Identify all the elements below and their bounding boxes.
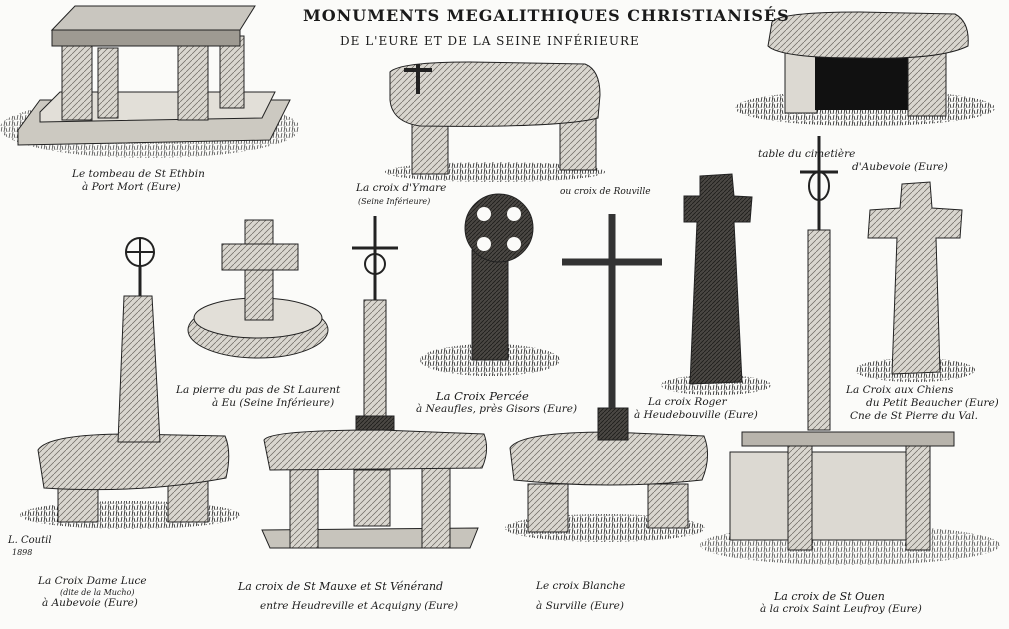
caption-croix-ymare: La croix d'Ymare (Seine Inférieure)	[356, 182, 447, 206]
caption-croix-aux-chiens: La Croix aux Chiens du Petit Beaucher (E…	[846, 384, 999, 422]
artist-signature: L. Coutil 1898	[8, 535, 52, 557]
croix-st-mauxe	[261, 216, 488, 549]
caption-pierre-st-laurent: La pierre du pas de St Laurent à Eu (Sei…	[176, 384, 341, 409]
caption-croix-dame-luce: La Croix Dame Luce (dite de la Mucho) à …	[38, 575, 147, 609]
plate-title: MONUMENTS MEGALITHIQUES CHRISTIANISÉS	[303, 6, 790, 25]
plate-subtitle: DE L'EURE ET DE LA SEINE INFÉRIEURE	[340, 34, 640, 48]
caption-tombeau-st-ethbin: Le tombeau de St Ethbin à Port Mort (Eur…	[72, 168, 205, 193]
caption-table-aubevoie: table du cimetière d'Aubevoie (Eure)	[758, 148, 948, 173]
croix-st-ouen	[700, 136, 1000, 565]
table-aubevoie	[735, 11, 995, 126]
caption-croix-st-ouen: La croix de St Ouen à la croix Saint Leu…	[760, 590, 922, 615]
caption-croix-roger: La croix Roger à Heudebouville (Eure)	[634, 396, 758, 421]
croix-ymare	[385, 61, 605, 182]
caption-croix-percee: La Croix Percée à Neaufles, près Gisors …	[416, 389, 578, 416]
tomb-st-ethbin	[0, 5, 300, 158]
caption-croix-rouville: ou croix de Rouville	[560, 187, 651, 197]
croix-blanche	[505, 214, 708, 542]
croix-roger	[661, 173, 771, 395]
caption-croix-blanche: Le croix Blanche à Surville (Eure)	[536, 580, 626, 612]
pierre-st-laurent	[187, 219, 329, 359]
caption-croix-st-mauxe: La croix de St Mauxe et St Vénérand entr…	[238, 580, 459, 612]
croix-percee	[420, 193, 560, 376]
croix-aux-chiens	[855, 181, 975, 382]
croix-dame-luce	[20, 237, 240, 529]
